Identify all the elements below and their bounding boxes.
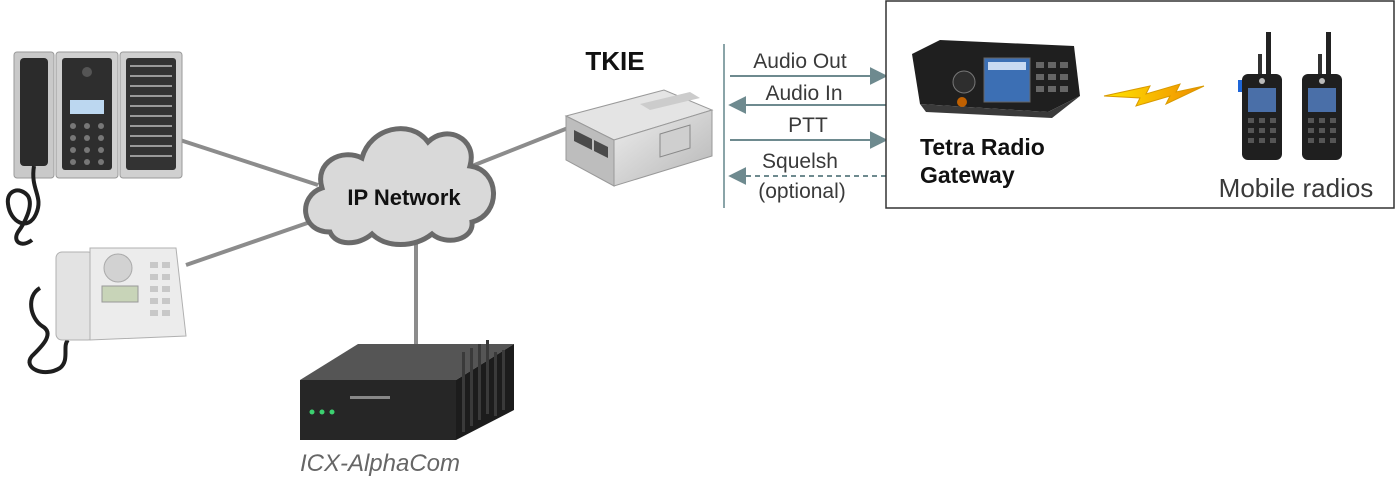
signal-squelsh: Squelsh (optional)	[728, 150, 886, 203]
mobile-radios-label: Mobile radios	[1219, 173, 1374, 203]
ip-network-cloud: IP Network	[303, 126, 496, 247]
signal-squelsh-label: Squelsh	[762, 150, 838, 173]
tetra-radio-gateway-image	[912, 40, 1080, 118]
link-door-station	[179, 138, 319, 187]
desk-intercom-station-image	[27, 247, 187, 375]
signal-ptt: PTT	[730, 114, 888, 149]
ip-network-label: IP Network	[347, 185, 461, 210]
mobile-radio-image-2	[1302, 32, 1342, 160]
wireless-link-lightning-icon	[1103, 83, 1205, 107]
signal-audio-out: Audio Out	[730, 50, 888, 85]
signal-audio-in-label: Audio In	[765, 82, 842, 105]
tkie-device-image	[564, 89, 714, 187]
link-tkie	[471, 126, 569, 168]
signal-ptt-label: PTT	[788, 114, 828, 137]
alphacom-server-image	[300, 340, 514, 440]
door-intercom-station-image	[5, 51, 183, 246]
tetra-gateway-label-line2: Gateway	[920, 162, 1015, 188]
link-desk-station	[185, 218, 317, 267]
mobile-radio-image-1	[1238, 32, 1282, 160]
signal-audio-out-label: Audio Out	[753, 50, 847, 73]
tetra-gateway-label-line1: Tetra Radio	[920, 134, 1045, 160]
tkie-label: TKIE	[585, 46, 644, 76]
signal-optional-note: (optional)	[758, 180, 846, 203]
alphacom-label: ICX-AlphaCom	[300, 450, 460, 477]
signal-audio-in: Audio In	[728, 82, 886, 114]
network-links	[179, 126, 569, 346]
